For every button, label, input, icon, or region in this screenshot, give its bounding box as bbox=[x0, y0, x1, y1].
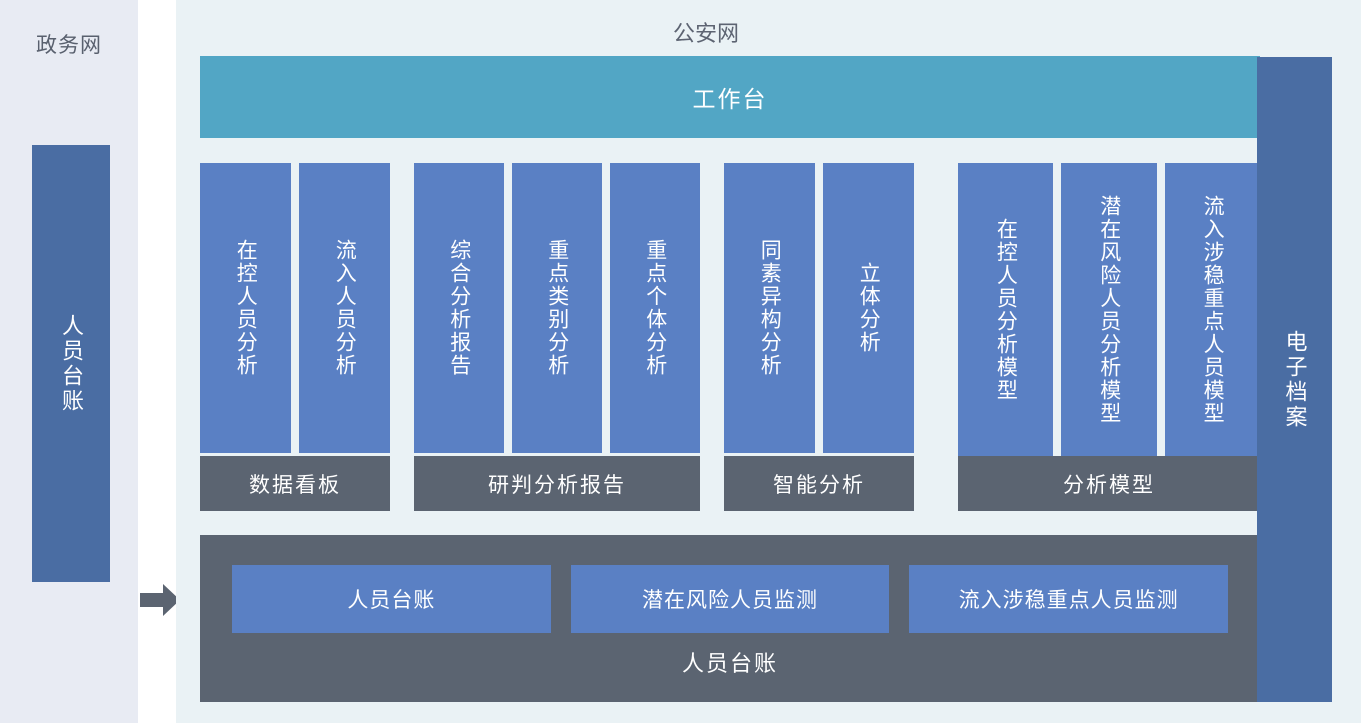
electronic-archive-block[interactable]: 电子档案 bbox=[1257, 57, 1332, 702]
public-security-network-title: 公安网 bbox=[672, 21, 739, 46]
function-group: 同素异构分析立体分析智能分析 bbox=[724, 163, 914, 511]
function-column[interactable]: 潜在风险人员分析模型 bbox=[1061, 163, 1157, 456]
function-column[interactable]: 立体分析 bbox=[823, 163, 914, 453]
function-column[interactable]: 重点类别分析 bbox=[512, 163, 602, 453]
government-network-title: 政务网 bbox=[36, 34, 102, 57]
ledger-card[interactable]: 潜在风险人员监测 bbox=[570, 565, 890, 633]
personnel-ledger-panel: 人员台账潜在风险人员监测流入涉稳重点人员监测 人员台账 bbox=[200, 535, 1260, 702]
workbench-bar[interactable]: 工作台 bbox=[200, 56, 1260, 138]
ledger-card[interactable]: 人员台账 bbox=[232, 565, 551, 633]
function-group: 在控人员分析模型潜在风险人员分析模型流入涉稳重点人员模型分析模型 bbox=[958, 163, 1260, 511]
function-group-columns: 综合分析报告重点类别分析重点个体分析 bbox=[414, 163, 700, 453]
function-group-columns: 在控人员分析流入人员分析 bbox=[200, 163, 390, 453]
function-groups-row: 在控人员分析流入人员分析数据看板综合分析报告重点类别分析重点个体分析研判分析报告… bbox=[200, 163, 1260, 511]
function-group-label: 智能分析 bbox=[724, 456, 914, 511]
function-group: 在控人员分析流入人员分析数据看板 bbox=[200, 163, 390, 511]
function-column[interactable]: 综合分析报告 bbox=[414, 163, 504, 453]
ledger-card[interactable]: 流入涉稳重点人员监测 bbox=[909, 565, 1229, 633]
function-column[interactable]: 流入人员分析 bbox=[299, 163, 390, 453]
function-group-label: 分析模型 bbox=[958, 456, 1260, 511]
function-column[interactable]: 流入涉稳重点人员模型 bbox=[1164, 163, 1260, 456]
function-group-columns: 在控人员分析模型潜在风险人员分析模型流入涉稳重点人员模型 bbox=[958, 163, 1260, 456]
function-group-label: 数据看板 bbox=[200, 456, 390, 511]
personnel-ledger-block[interactable]: 人员台账 bbox=[32, 145, 110, 582]
function-group: 综合分析报告重点类别分析重点个体分析研判分析报告 bbox=[414, 163, 700, 511]
function-group-columns: 同素异构分析立体分析 bbox=[724, 163, 914, 453]
personnel-ledger-cards: 人员台账潜在风险人员监测流入涉稳重点人员监测 bbox=[232, 565, 1229, 633]
right-arrow-icon bbox=[138, 578, 182, 622]
government-network-panel: 政务网 人员台账 bbox=[0, 0, 138, 723]
function-column[interactable]: 重点个体分析 bbox=[610, 163, 700, 453]
personnel-ledger-caption: 人员台账 bbox=[681, 651, 778, 676]
public-security-network-panel: 公安网 工作台 在控人员分析流入人员分析数据看板综合分析报告重点类别分析重点个体… bbox=[176, 0, 1361, 723]
function-column[interactable]: 在控人员分析 bbox=[200, 163, 291, 453]
function-group-label: 研判分析报告 bbox=[414, 456, 700, 511]
function-column[interactable]: 在控人员分析模型 bbox=[958, 163, 1054, 456]
function-column[interactable]: 同素异构分析 bbox=[724, 163, 815, 453]
